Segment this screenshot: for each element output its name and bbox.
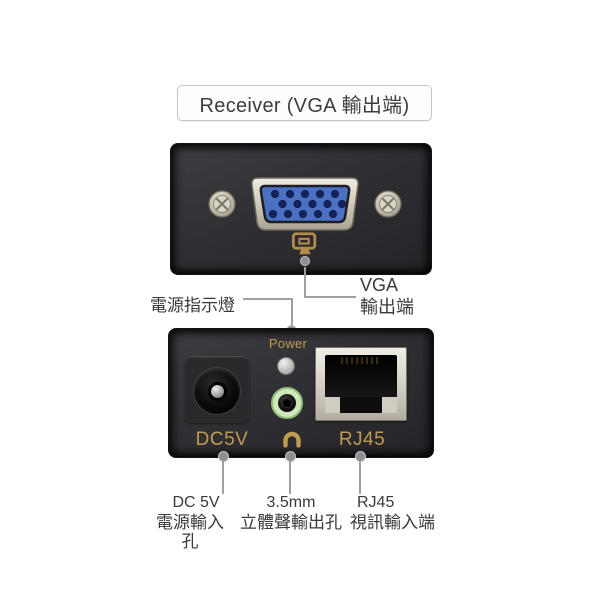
vga-leader-line-vertical [304, 267, 306, 298]
vga-pin-holes [269, 189, 346, 219]
dc-barrel-jack [194, 368, 240, 414]
rj45-corner-left [325, 397, 340, 413]
dc-input-label-line1: DC 5V [172, 494, 220, 511]
dc5v-panel-label: DC5V [195, 429, 249, 450]
dc-center-pin [210, 384, 224, 398]
rj45-contacts [341, 357, 381, 364]
audio-jack-3-5mm [271, 387, 303, 419]
dc-input-label: DC 5V 電源輸入孔 [148, 494, 232, 551]
rj45-opening [325, 355, 397, 413]
left-screw-icon [208, 190, 236, 218]
dc-input-label-line2: 電源輸入孔 [156, 513, 224, 551]
power-leader-line-horizontal [243, 298, 292, 300]
rj45-input-label: RJ45 視訊輸入端 [350, 494, 442, 532]
vga-blue-face [259, 184, 351, 224]
dc-jack-plate [185, 356, 249, 423]
power-panel-label: Power [268, 336, 308, 351]
headphones-icon [283, 431, 301, 448]
vga-output-label-line1: VGA [360, 275, 399, 295]
page-title: Receiver (VGA 輸出端) [199, 94, 410, 117]
audio-output-label: 3.5mm 立體聲輸出孔 [239, 494, 343, 532]
audio-output-label-line1: 3.5mm [266, 494, 316, 511]
vga-anchor-dot [300, 256, 310, 266]
vga-output-label: VGA 輸出端 [360, 274, 414, 318]
audio-leader-line [289, 461, 291, 494]
vga-leader-line-horizontal [304, 296, 356, 298]
dc-leader-line [222, 461, 224, 494]
title-box: Receiver (VGA 輸出端) [177, 85, 432, 121]
power-led-indicator [277, 357, 295, 375]
vga-connector-icon [208, 177, 402, 231]
rj45-input-label-line2: 視訊輸入端 [350, 513, 435, 532]
power-indicator-label: 電源指示燈 [150, 296, 235, 315]
rj45-corner-right [382, 397, 397, 413]
rj45-port [315, 347, 407, 421]
rj45-leader-line [359, 461, 361, 494]
monitor-icon [291, 232, 317, 255]
audio-jack-hole [283, 399, 291, 407]
rj45-opening-top [325, 355, 397, 397]
rj45-panel-label: RJ45 [338, 429, 386, 450]
rj45-latch-slot [340, 397, 382, 413]
right-screw-icon [374, 190, 402, 218]
audio-output-label-line2: 立體聲輸出孔 [240, 513, 342, 532]
vga-output-label-line2: 輸出端 [360, 297, 414, 317]
rj45-input-label-line1: RJ45 [357, 494, 395, 511]
rj45-opening-bottom [325, 397, 397, 413]
power-leader-line-vertical [291, 298, 293, 328]
